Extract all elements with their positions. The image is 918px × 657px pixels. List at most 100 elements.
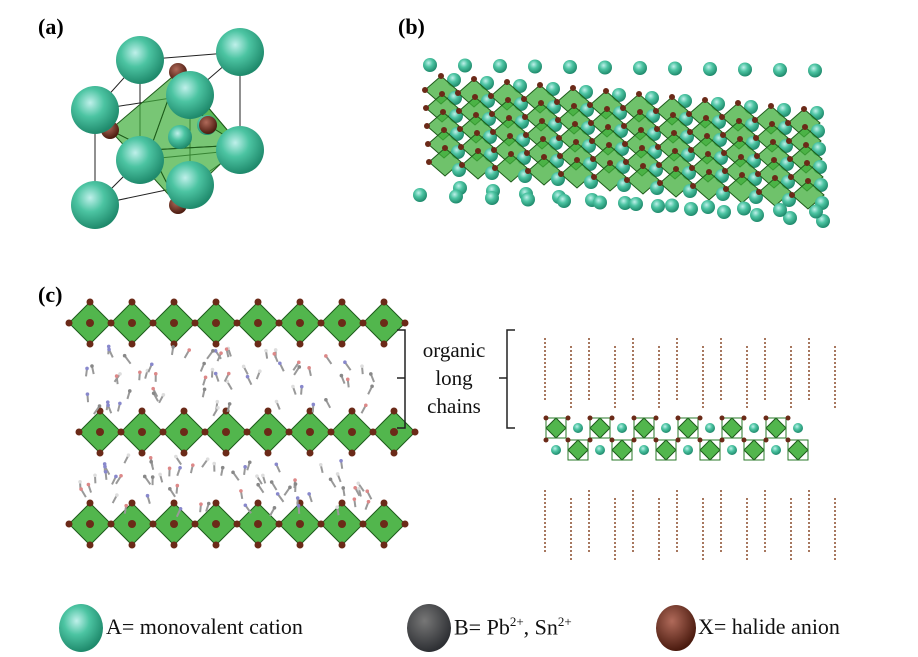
organic-atom	[274, 399, 279, 404]
halide-anion	[243, 428, 251, 436]
halide-anion	[719, 437, 725, 443]
halide-anion	[772, 175, 778, 181]
cation	[717, 205, 731, 219]
halide-anion	[524, 150, 530, 156]
organic-atom	[90, 364, 94, 368]
halide-anion	[771, 157, 777, 163]
halide-anion	[555, 117, 561, 123]
halide-anion	[565, 437, 571, 443]
organic-atom	[341, 486, 346, 490]
organic-atom	[106, 344, 111, 349]
legend-metal-text: B= Pb	[454, 614, 510, 640]
halide-anion	[805, 178, 811, 184]
halide-anion	[86, 499, 94, 507]
octahedron	[677, 417, 699, 439]
halide-anion	[721, 150, 727, 156]
octahedron-outline	[677, 417, 699, 439]
organic-atom	[150, 475, 155, 479]
organic-atom	[357, 486, 361, 491]
halide-anion	[621, 123, 627, 129]
perovskite-slab	[413, 58, 830, 228]
halide-anion	[423, 105, 429, 111]
organic-atom	[161, 393, 166, 397]
halide-anion	[719, 415, 725, 421]
organic-atom	[79, 487, 83, 491]
halide-anion	[212, 298, 220, 306]
halide-anion	[65, 520, 73, 528]
organic-atom	[213, 349, 218, 353]
organic-atom	[311, 402, 316, 407]
organic-atom	[85, 392, 90, 396]
halide-anion	[573, 139, 579, 145]
halide-anion	[254, 499, 262, 507]
organic-atom	[93, 473, 97, 478]
halide-anion	[723, 186, 729, 192]
organic-atom	[105, 400, 110, 404]
organic-atom	[168, 487, 172, 491]
cation	[812, 142, 826, 156]
halide-anion	[222, 428, 230, 436]
organic-atom	[148, 456, 153, 460]
halide-anion	[390, 449, 398, 457]
cation	[684, 202, 698, 216]
halide-anion	[380, 520, 388, 528]
halide-anion	[802, 124, 808, 130]
halide-anion	[590, 156, 596, 162]
cation	[521, 192, 535, 207]
octahedron	[589, 417, 611, 439]
organic-atom	[224, 347, 229, 351]
cubic-perovskite-unit-cell	[71, 28, 264, 229]
halide-anion	[296, 541, 304, 549]
halide-anion	[338, 499, 346, 507]
halide-anion	[770, 139, 776, 145]
organic-atom	[343, 360, 347, 364]
organic-atom	[122, 353, 127, 358]
halide-anion	[296, 520, 304, 528]
halide-anion	[401, 319, 409, 327]
halide-anion	[537, 82, 543, 88]
cation	[629, 197, 643, 211]
halide-anion	[606, 142, 612, 148]
organic-atom	[114, 374, 119, 378]
halide-anion	[654, 126, 660, 132]
cation	[683, 445, 693, 455]
halide-anion	[338, 541, 346, 549]
halide-anion	[637, 109, 643, 115]
halide-anion	[180, 428, 188, 436]
layered-perovskite-left	[65, 298, 419, 549]
halide-anion	[702, 97, 708, 103]
halide-anion	[317, 520, 325, 528]
halide-anion	[543, 437, 549, 443]
halide-anion	[296, 319, 304, 327]
halide-anion	[604, 106, 610, 112]
organic-atom	[243, 503, 248, 508]
cation	[551, 445, 561, 455]
halide-anion	[65, 319, 73, 327]
halide-anion	[653, 415, 659, 421]
halide-anion	[275, 520, 283, 528]
organic-atom	[114, 474, 118, 479]
octahedron	[743, 439, 765, 461]
halide-anion	[264, 449, 272, 457]
halide-anion	[587, 437, 593, 443]
halide-anion	[180, 449, 188, 457]
organic-atom	[171, 345, 175, 349]
halide-anion	[348, 449, 356, 457]
organic-atom	[256, 482, 260, 487]
halide-anion	[442, 145, 448, 151]
cation	[678, 94, 692, 108]
cation	[579, 85, 593, 99]
corner-cation	[71, 86, 119, 134]
halide-anion	[233, 319, 241, 327]
halide-anion	[212, 340, 220, 348]
organic-atom	[106, 403, 110, 408]
corner-cation	[216, 126, 264, 174]
halide-anion	[763, 415, 769, 421]
cation	[546, 82, 560, 96]
halide-anion	[439, 91, 445, 97]
organic-atom	[103, 464, 107, 469]
halide-anion	[306, 407, 314, 415]
halide-anion	[801, 106, 807, 112]
organic-atom	[202, 361, 206, 366]
halide-anion	[275, 319, 283, 327]
